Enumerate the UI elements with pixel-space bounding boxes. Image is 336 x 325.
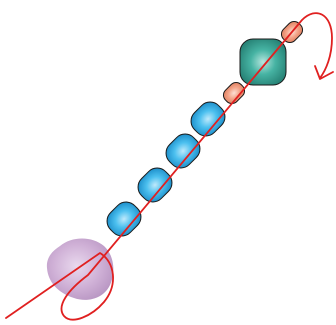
blue-bead-1 xyxy=(106,201,142,237)
red-thread xyxy=(5,12,333,321)
teal-square-bead xyxy=(239,38,287,86)
thread-arrowhead xyxy=(314,65,334,80)
blue-bead-2 xyxy=(137,167,173,203)
purple-blob xyxy=(46,238,114,300)
blue-bead-3 xyxy=(165,133,201,169)
orange-bead-lower xyxy=(222,81,246,105)
blue-bead-4 xyxy=(190,101,226,137)
